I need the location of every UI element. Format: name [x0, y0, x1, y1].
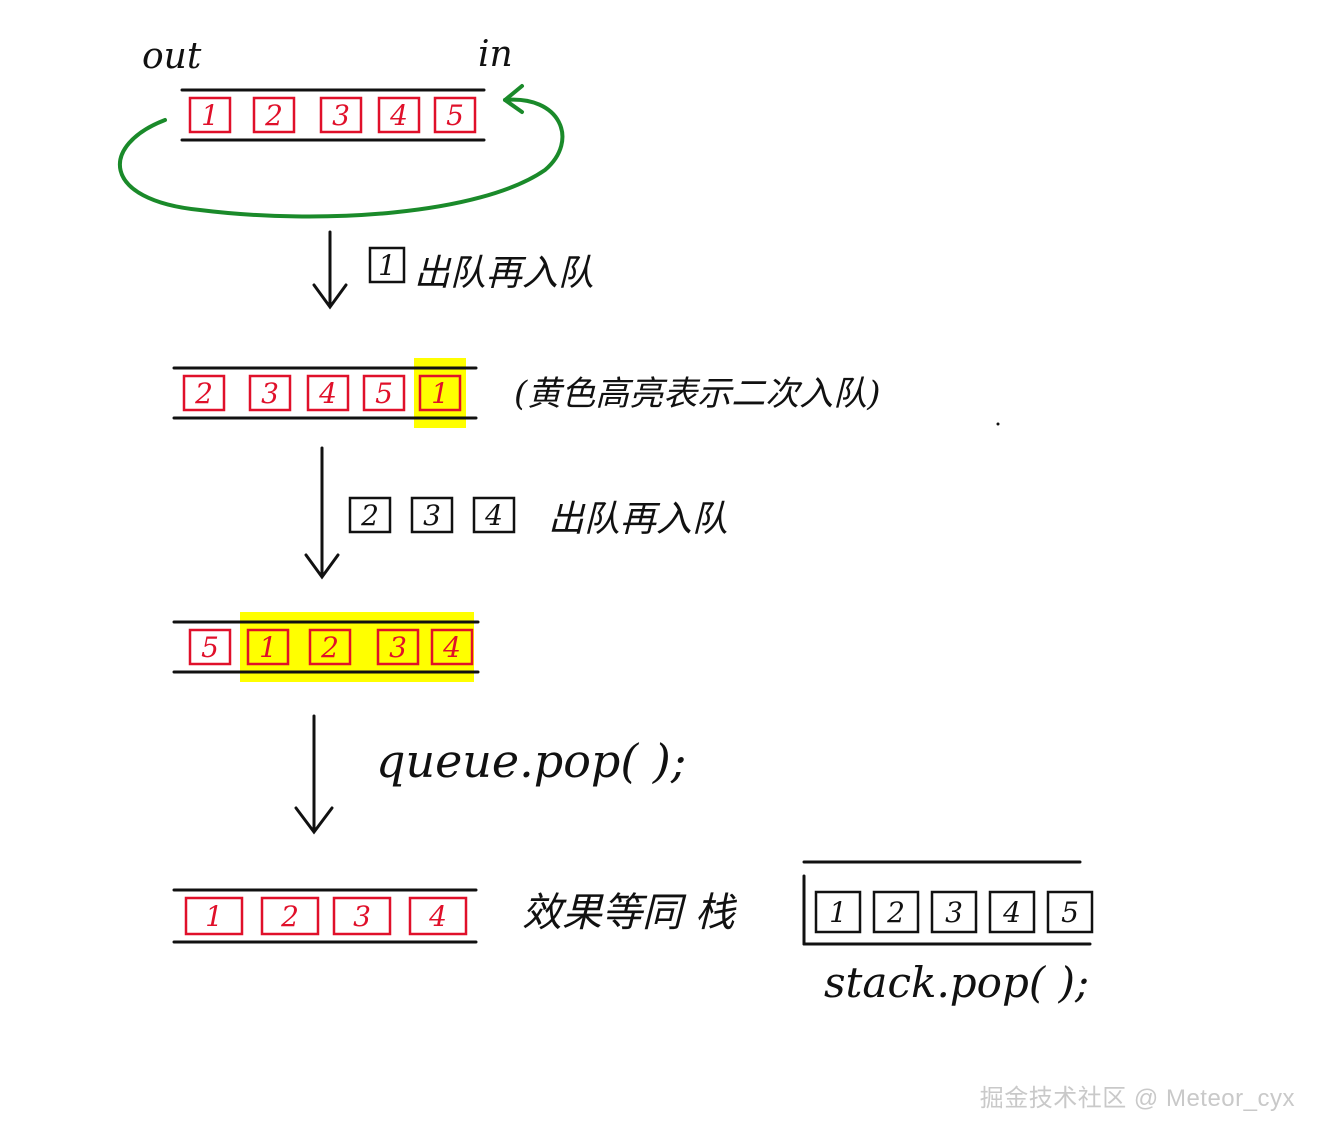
result-text: 效果等同 栈	[522, 890, 735, 936]
q2-item-3-box	[248, 374, 292, 412]
q3-item-5-box	[188, 628, 232, 666]
q4-item-2-box	[260, 896, 320, 936]
q2-item-1-label: 1	[431, 377, 449, 410]
stack-item-1-label: 1	[829, 896, 847, 929]
q3-item-4-label: 4	[442, 631, 461, 664]
q3-item-3-label: 3	[389, 631, 407, 664]
q4-item-1-label: 1	[205, 900, 223, 933]
down-arrow-2-head	[304, 553, 340, 580]
out-label: out	[142, 36, 202, 77]
stack-item-5-label: 5	[1061, 896, 1079, 929]
q4-item-4-label: 4	[428, 900, 447, 933]
step1-num-box	[368, 246, 406, 284]
step2-num-4-box	[472, 496, 516, 534]
q2-highlight	[414, 358, 466, 428]
q4-item-2-label: 2	[280, 900, 299, 933]
q1-item-1-box	[188, 96, 232, 134]
q3-item-1-label: 1	[259, 631, 277, 664]
q1-item-1-label: 1	[201, 99, 219, 132]
q2-item-4-box	[306, 374, 350, 412]
q2-item-1-box	[418, 374, 462, 412]
step3-text: queue.pop( );	[376, 734, 687, 788]
stack-item-5-box	[1046, 890, 1094, 934]
q2-item-5-label: 5	[375, 377, 393, 410]
step2-num-3-label: 3	[423, 499, 441, 532]
q1-item-5-label: 5	[446, 99, 464, 132]
q1-item-3-label: 3	[332, 99, 350, 132]
q2-item-5-box	[362, 374, 406, 412]
q4-item-4-box	[408, 896, 468, 936]
stray-dot	[996, 422, 1000, 426]
step2-num-4-label: 4	[484, 499, 503, 532]
stack-pop-text: stack.pop( );	[824, 958, 1090, 1007]
step1-text: 出队再入队	[414, 253, 595, 294]
q3-item-2-box	[308, 628, 352, 666]
q2-item-2-label: 2	[194, 377, 213, 410]
stack-item-3-box	[930, 890, 978, 934]
q1-item-2-box	[252, 96, 296, 134]
step1-num-label: 1	[378, 249, 396, 282]
note-text: (黄色高亮表示二次入队)	[514, 374, 881, 414]
q1-item-4-box	[377, 96, 421, 134]
stack-item-3-label: 3	[945, 896, 963, 929]
q1-item-3-box	[319, 96, 363, 134]
q3-item-5-label: 5	[201, 631, 219, 664]
q3-highlight	[240, 612, 474, 682]
step2-num-2-label: 2	[360, 499, 379, 532]
down-arrow-3-head	[294, 806, 334, 835]
q3-item-3-box	[376, 628, 420, 666]
q3-item-1-box	[246, 628, 290, 666]
cycle-arrow	[117, 97, 565, 219]
q4-item-3-box	[332, 896, 392, 936]
q3-item-4-box	[430, 628, 474, 666]
q4-item-1-box	[184, 896, 244, 936]
step2-num-3-box	[410, 496, 454, 534]
q2-item-3-label: 3	[261, 377, 279, 410]
q2-item-2-box	[182, 374, 226, 412]
in-label: in	[478, 34, 513, 75]
stack-item-1-box	[814, 890, 862, 934]
q1-item-4-label: 4	[389, 99, 408, 132]
stack-item-4-label: 4	[1002, 896, 1021, 929]
stack-item-2-box	[872, 890, 920, 934]
q3-item-2-label: 2	[320, 631, 339, 664]
cycle-arrow-head	[503, 84, 524, 114]
watermark: 掘金技术社区 @ Meteor_cyx	[979, 1085, 1295, 1112]
q2-item-4-label: 4	[318, 377, 337, 410]
step2-num-2-box	[348, 496, 392, 534]
q1-item-5-box	[433, 96, 477, 134]
step2-text: 出队再入队	[548, 499, 729, 540]
q1-item-2-label: 2	[264, 99, 283, 132]
down-arrow-1-head	[312, 283, 348, 310]
stack-item-2-label: 2	[886, 896, 905, 929]
stack-item-4-box	[988, 890, 1036, 934]
q4-item-3-label: 3	[353, 900, 371, 933]
